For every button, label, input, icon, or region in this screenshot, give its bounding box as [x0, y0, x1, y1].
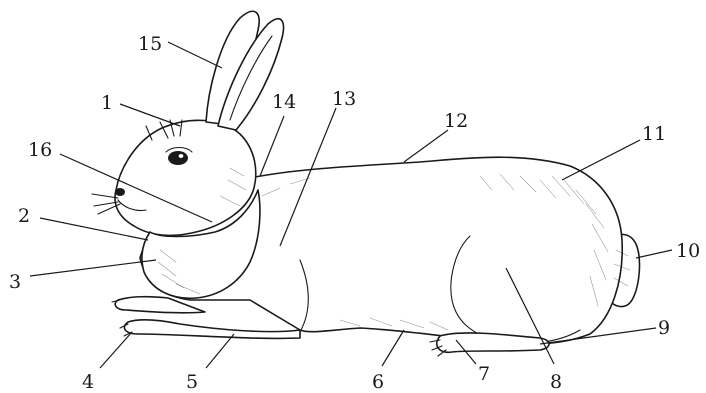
- leader-15: [168, 42, 222, 68]
- label-2: 2: [18, 205, 30, 227]
- rabbit-eye-highlight: [179, 154, 184, 158]
- leader-11: [562, 140, 640, 180]
- rabbit-illustration: [92, 11, 639, 356]
- label-9: 9: [658, 317, 670, 339]
- leader-6: [382, 330, 404, 366]
- label-7: 7: [478, 363, 490, 385]
- label-13: 13: [332, 88, 356, 110]
- rabbit-nose: [115, 188, 125, 196]
- label-14: 14: [272, 91, 296, 113]
- label-11: 11: [642, 123, 666, 145]
- leader-5: [206, 334, 234, 368]
- leader-14: [260, 116, 284, 176]
- label-16: 16: [28, 139, 52, 161]
- leader-12: [404, 130, 448, 162]
- leader-3: [30, 260, 156, 276]
- rabbit-eye: [168, 151, 188, 165]
- label-5: 5: [186, 371, 198, 393]
- label-15: 15: [138, 33, 162, 55]
- label-4: 4: [82, 371, 94, 393]
- leader-4: [100, 332, 132, 368]
- leader-1: [120, 104, 180, 126]
- rabbit-front-paw-front: [124, 320, 300, 339]
- label-3: 3: [9, 271, 21, 293]
- label-8: 8: [550, 371, 562, 393]
- label-12: 12: [444, 110, 468, 132]
- label-1: 1: [101, 92, 113, 114]
- leader-10: [636, 250, 672, 258]
- label-6: 6: [372, 371, 384, 393]
- label-10: 10: [676, 240, 700, 262]
